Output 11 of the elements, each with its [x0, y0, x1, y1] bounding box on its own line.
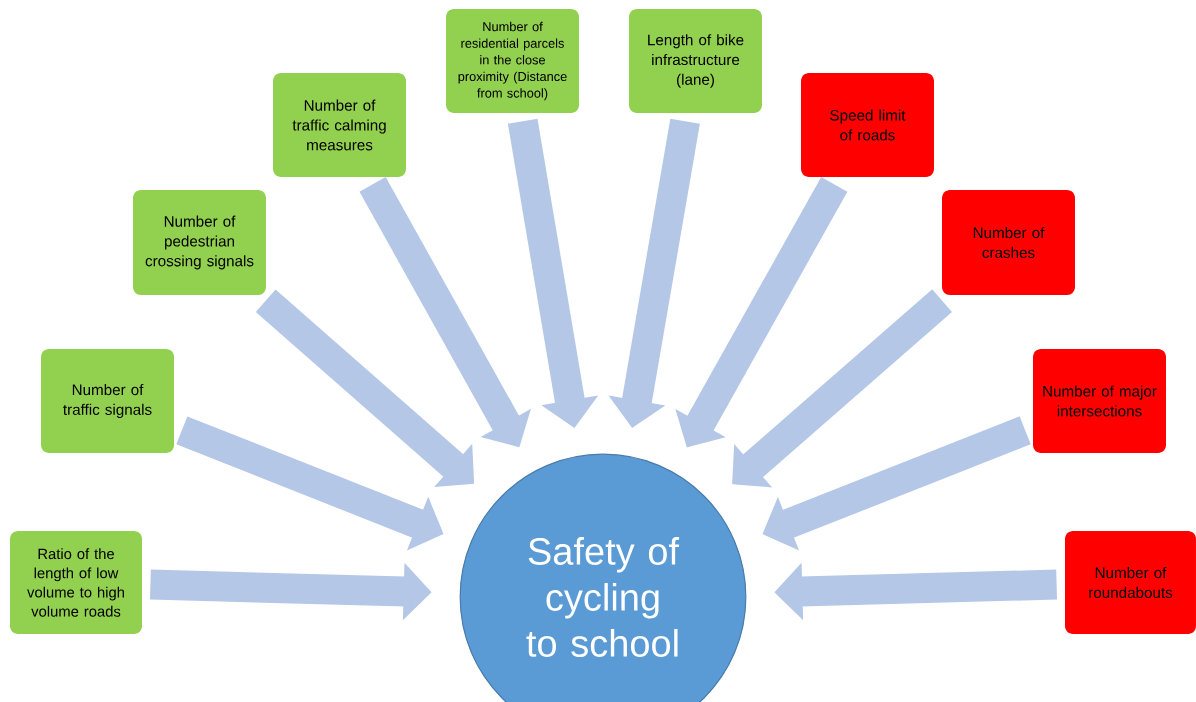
- factor-box: Number of traffic calming measures: [273, 73, 406, 177]
- factor-box: Ratio of the length of low volume to high volume roads: [10, 531, 142, 634]
- factor-box: Number of crashes: [942, 190, 1075, 295]
- factor-box: Number of pedestrian crossing signals: [133, 190, 266, 295]
- factor-box: Number of roundabouts: [1065, 531, 1196, 634]
- factor-box: Length of bike infrastructure (lane): [629, 9, 762, 113]
- block-arrow: [732, 289, 952, 488]
- factor-box: Number of major intersections: [1033, 349, 1166, 453]
- factor-box: Number of residential parcels in the close proximity (Distance from school): [446, 9, 579, 113]
- factor-box: Speed limit of roads: [801, 73, 934, 177]
- factor-box: Number of traffic signals: [41, 349, 174, 453]
